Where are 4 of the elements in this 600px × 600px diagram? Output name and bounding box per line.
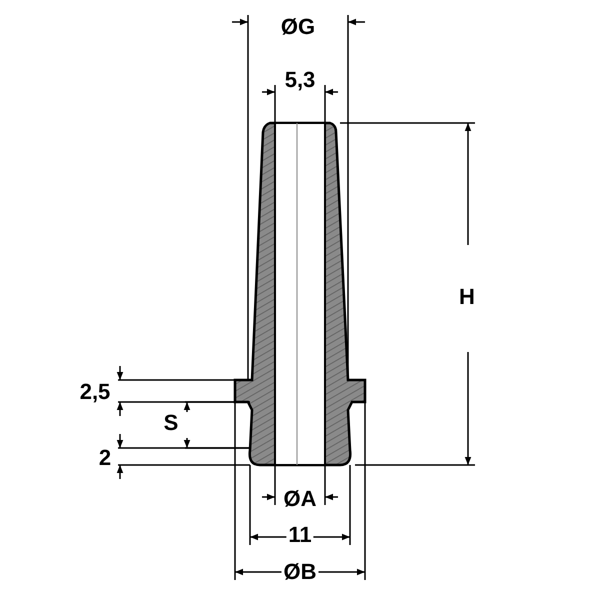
dimension-label: 2,5 bbox=[78, 381, 112, 403]
dimension-label: 5,3 bbox=[282, 69, 318, 91]
dimension-label: ØB bbox=[282, 561, 318, 583]
dimension-label: ØA bbox=[282, 488, 318, 510]
